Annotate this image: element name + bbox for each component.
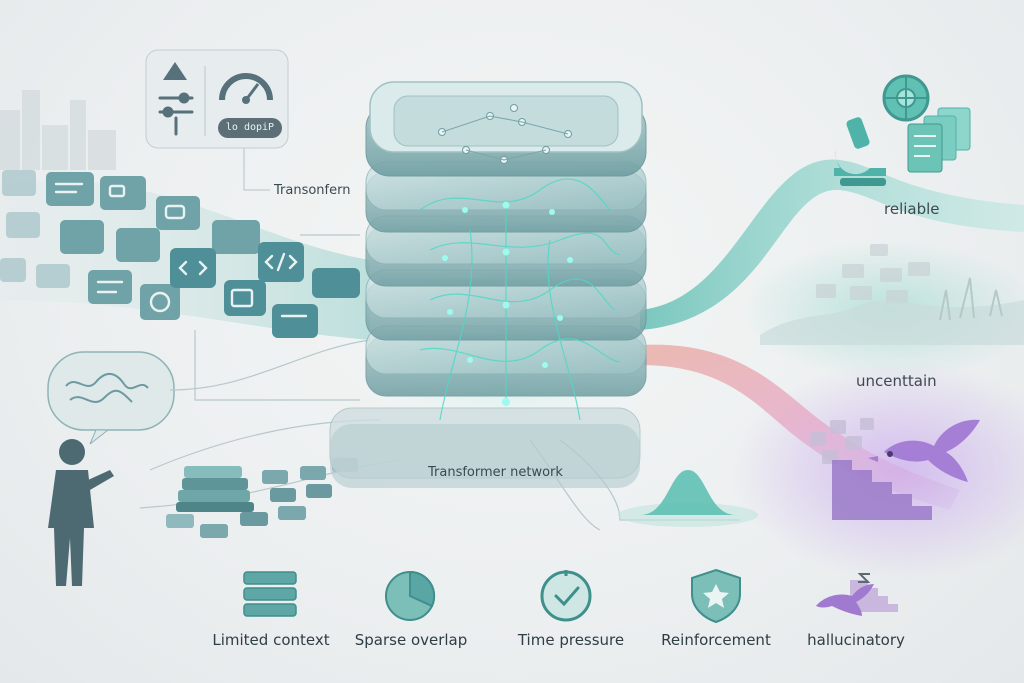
bell-curve: [618, 470, 758, 527]
hallucinatory-label: hallucinatory: [807, 631, 905, 649]
person-figure: [48, 439, 114, 586]
uncertain-flow: [640, 344, 960, 510]
shield-star-icon: [691, 568, 741, 624]
thought-bubble: [47, 351, 175, 445]
database-stack-icon: [243, 571, 297, 617]
background-skyline: [0, 90, 116, 170]
book-stack: [176, 466, 254, 512]
transform-tag-label: Transonfern: [274, 183, 351, 198]
gauge-icon: [219, 73, 273, 104]
dashboard-pill: lo dopiP: [218, 118, 282, 138]
input-tiles: [0, 170, 360, 338]
neuron-nodes: [442, 201, 573, 406]
uncertain-label: uncenttain: [856, 372, 937, 390]
reliable-label: reliable: [884, 200, 940, 218]
base-plate: [329, 407, 641, 488]
limited-context-label: Limited context: [212, 631, 330, 649]
pie-chart-icon: [385, 570, 436, 621]
time-pressure-label: Time pressure: [517, 631, 625, 649]
transformer-stack: [329, 81, 647, 488]
microscope-icon: [834, 117, 886, 186]
triangle-icon: [163, 62, 187, 80]
neural-paths: [419, 178, 621, 421]
hills: [760, 300, 1024, 345]
bird-icon: [868, 419, 980, 482]
document-stack-icon: [907, 107, 971, 173]
reinforcement-label: Reinforcement: [661, 631, 771, 649]
target-icon: [882, 74, 930, 122]
stairs-block: [832, 460, 932, 520]
clock-check-icon: [540, 570, 592, 622]
sliders-icon: [158, 92, 194, 136]
base-lines: [529, 439, 740, 531]
callout-line: [243, 148, 270, 191]
creature-stairs-icon: [816, 573, 898, 616]
reliable-flow: [640, 159, 1024, 330]
faint-tiles: [816, 244, 930, 304]
sparse-overlap-label: Sparse overlap: [354, 631, 468, 649]
network-label: Transformer network: [428, 465, 563, 480]
